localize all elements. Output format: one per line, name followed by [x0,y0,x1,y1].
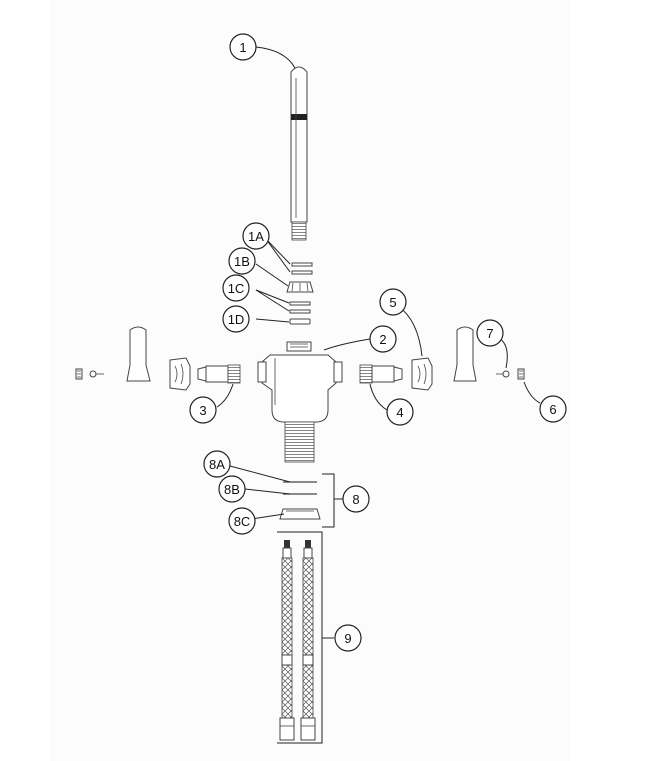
part-left-bonnet [169,357,191,391]
callout-1b: 1B [228,247,256,275]
callout-1d: 1D [222,305,250,333]
bracket-8 [322,473,335,528]
callout-5: 5 [379,288,407,316]
callout-3-label: 3 [199,403,206,418]
part-1c-rings [289,301,311,314]
callout-8c: 8C [228,507,256,535]
callout-1-label: 1 [239,40,246,55]
callout-6: 6 [539,395,567,423]
part-1-spout-tube [290,66,308,241]
part-1d-insert [289,318,311,325]
callout-2-label: 2 [379,332,386,347]
callout-7: 7 [476,319,504,347]
callout-9-label: 9 [344,631,351,646]
callout-2: 2 [369,325,397,353]
callout-1c-label: 1C [228,281,245,296]
callout-1d-label: 1D [228,312,245,327]
callout-1b-label: 1B [234,254,250,269]
callout-6-label: 6 [549,402,556,417]
callout-8a: 8A [203,450,231,478]
callout-1a-label: 1A [248,229,264,244]
part-8c-nut [279,508,321,520]
part-4-cartridge [359,364,403,384]
callout-8c-label: 8C [234,514,251,529]
part-1a-washers [291,262,313,275]
part-5-bonnet [411,357,433,391]
part-9-supply-hoses [279,540,316,741]
callout-8b-label: 8B [224,482,240,497]
part-1b-nut [286,281,314,293]
callout-9: 9 [334,624,362,652]
callout-1c: 1C [222,274,250,302]
callout-1: 1 [229,33,257,61]
callout-4: 4 [386,398,414,426]
part-3-cartridge [197,364,241,384]
callout-1a: 1A [242,222,270,250]
callout-8: 8 [342,485,370,513]
callout-4-label: 4 [396,405,403,420]
part-left-screw-cap [75,368,83,380]
callout-8b: 8B [218,475,246,503]
part-6-screw-cap [517,368,525,380]
part-2-valve-body [257,341,343,463]
callout-5-label: 5 [389,295,396,310]
callout-8-label: 8 [352,492,359,507]
part-right-handle [453,326,477,382]
callout-8a-label: 8A [209,457,225,472]
part-left-handle [126,326,151,382]
callout-3: 3 [189,396,217,424]
part-7-screw [496,370,510,378]
part-left-screw [89,370,104,378]
callout-7-label: 7 [486,326,493,341]
